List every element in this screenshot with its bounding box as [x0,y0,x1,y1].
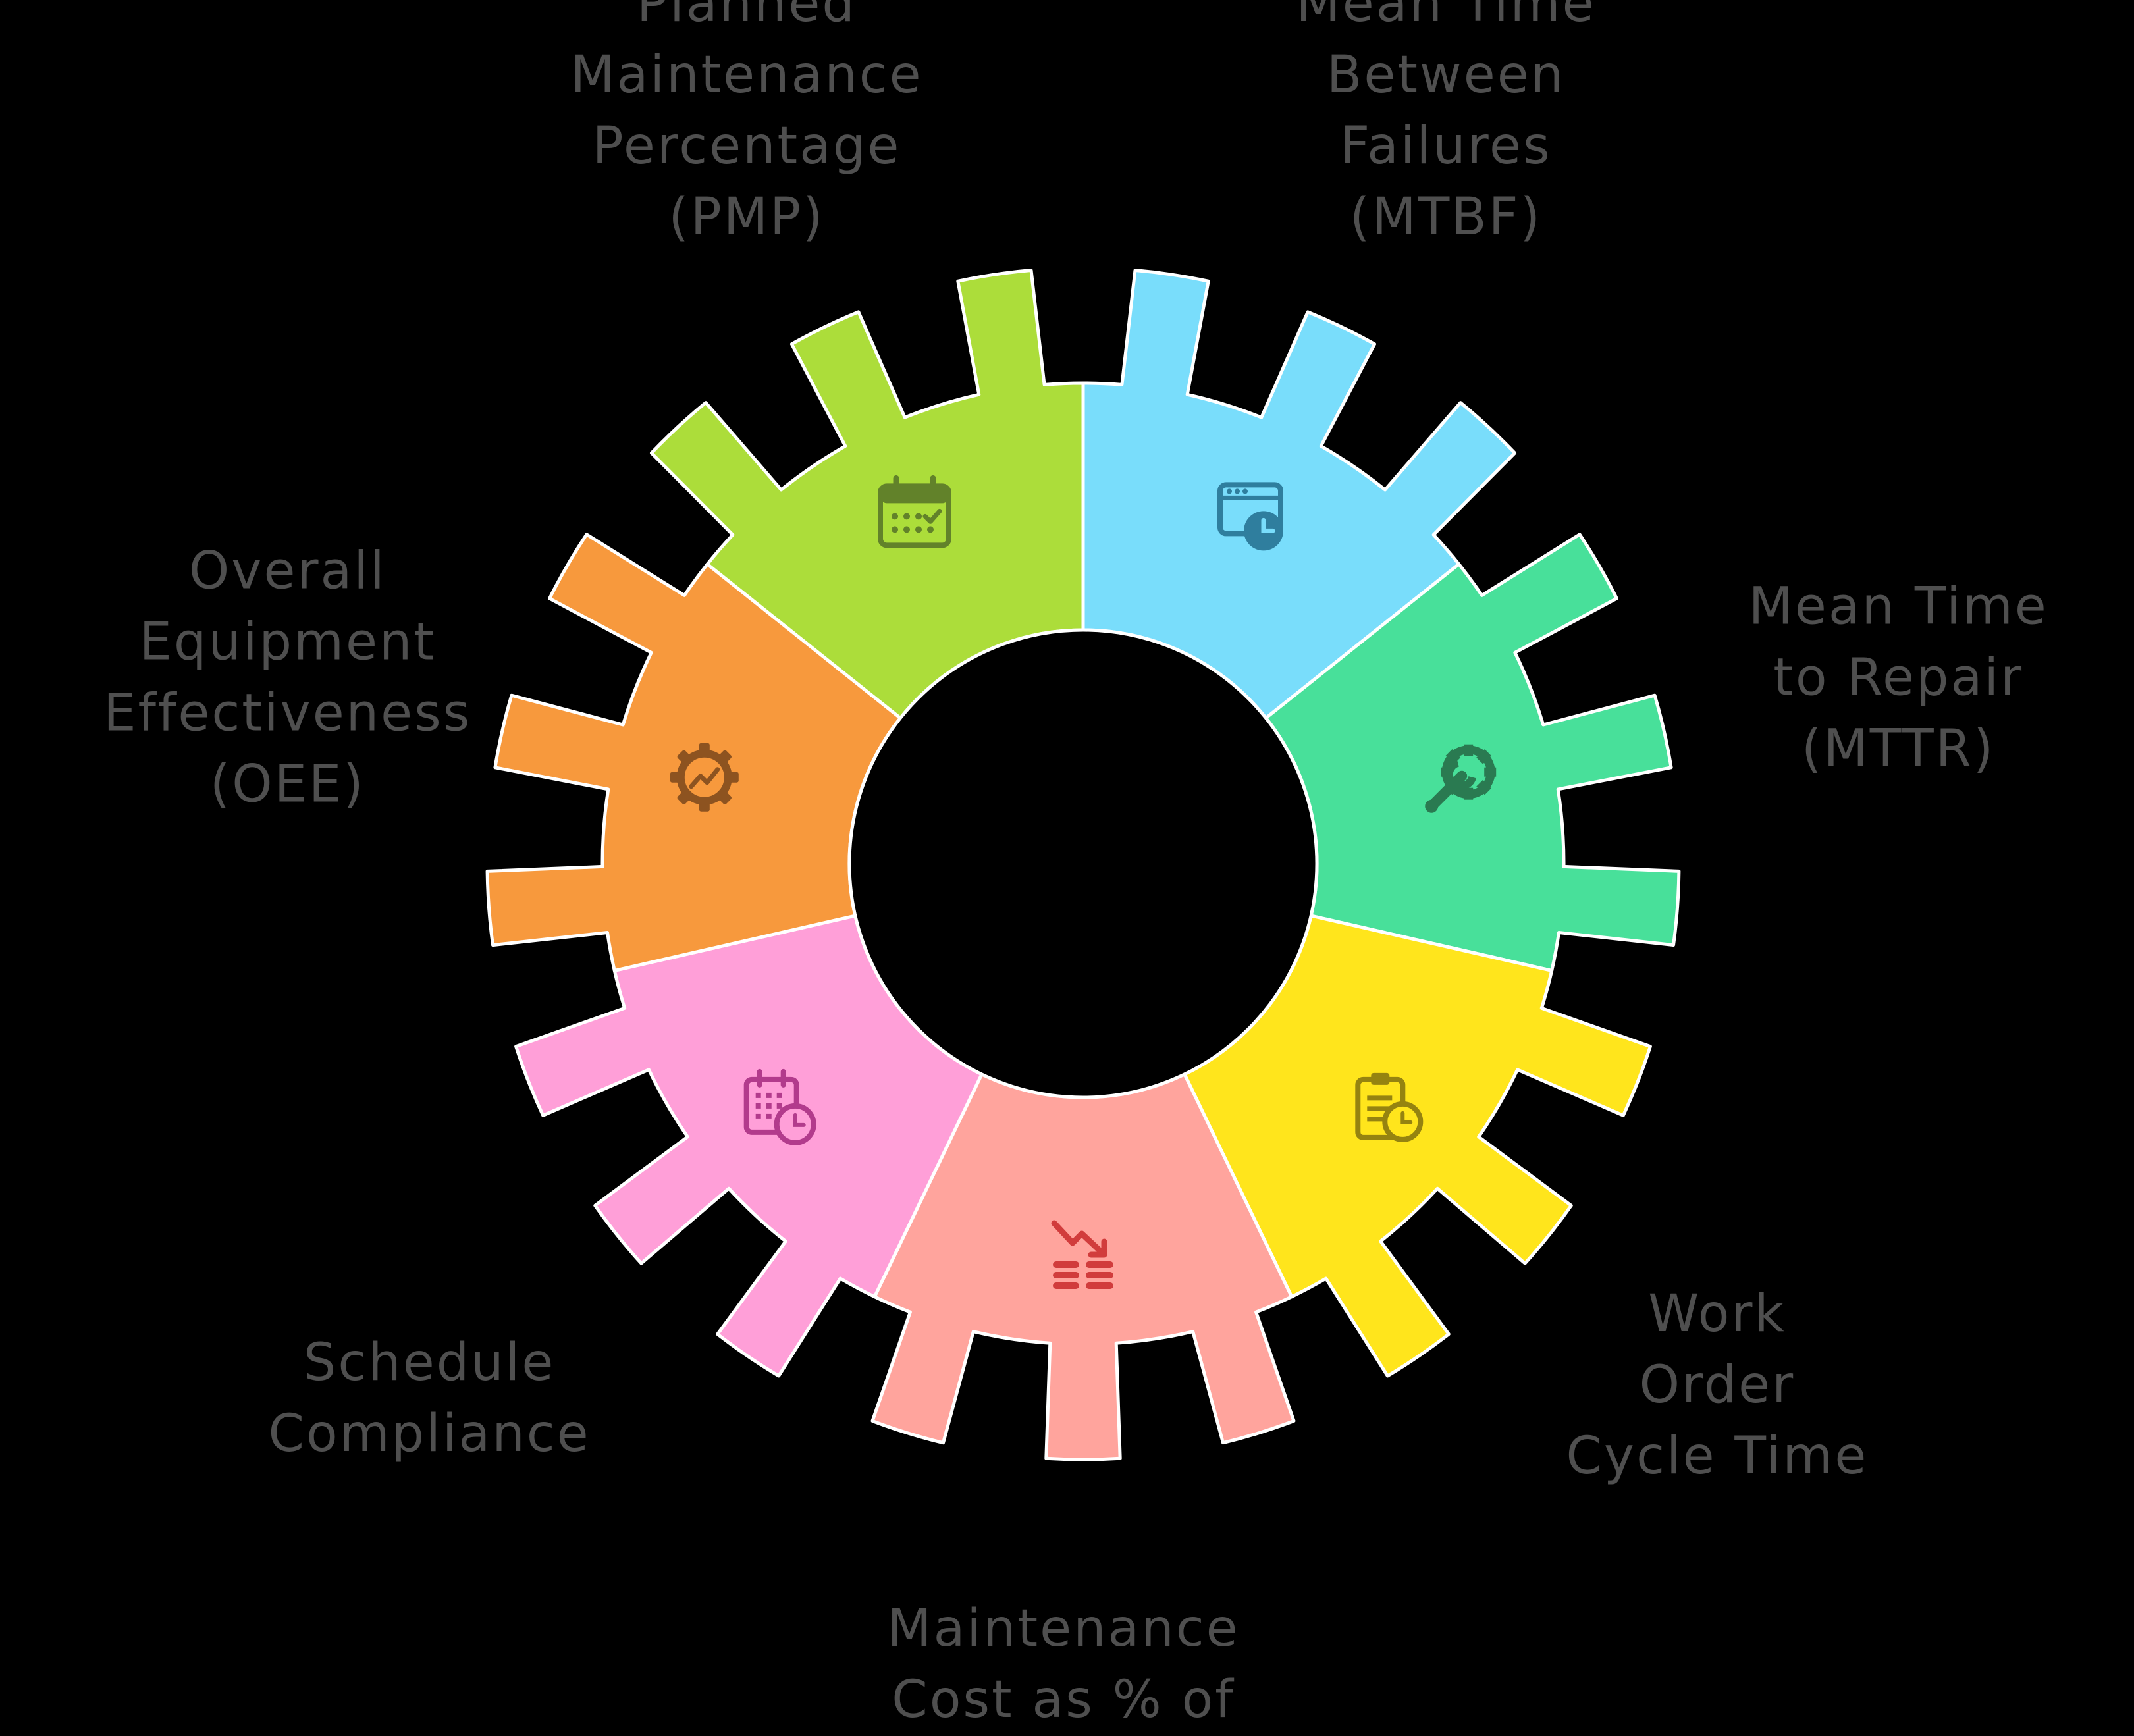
segment-label-line: Mean Time [1296,0,1595,34]
segment-label-line: (OEE) [210,754,365,814]
segment-label-line: Equipment [140,612,436,671]
segment-label-line: Planned [637,0,857,34]
segment-label-line: Overall [189,541,387,600]
calendar-clock-icon [743,1068,816,1145]
segment-label-line: Between [1327,45,1565,105]
segment-label-line: to Repair [1773,648,2023,707]
segment-label-line: Compliance [269,1404,591,1463]
clipboard-clock-icon [1355,1072,1424,1142]
segment-label-line: Maintenance [887,1599,1239,1658]
segment-label-line: (MTTR) [1801,719,1995,778]
segment-label-line: Work [1648,1284,1786,1344]
browser-clock-icon [1217,482,1283,551]
calendar-check-icon [878,475,951,548]
segment-label-mttr: Mean Time to Repair (MTTR) [1749,577,2048,778]
segment-label-line: Cost as % of [892,1670,1235,1729]
segment-label-line: Order [1640,1355,1796,1415]
segment-label-line: Failures [1340,117,1551,176]
segment-label-line: Percentage [593,117,901,176]
segment-label-line: (MTBF) [1350,188,1542,247]
trending-down-coins-icon [1051,1220,1113,1289]
gear-chart-icon [670,743,739,812]
segment-label-line: Maintenance [570,45,922,105]
segment-label-line: (PMP) [668,188,824,247]
segment-label-line: Cycle Time [1566,1427,1868,1486]
gear-center-hole [847,628,1319,1099]
segment-label-line: Schedule [304,1333,555,1392]
gear-wrench-icon [1425,744,1497,813]
segment-label-line: Mean Time [1749,577,2048,636]
segment-label-line: Effectiveness [103,683,471,743]
